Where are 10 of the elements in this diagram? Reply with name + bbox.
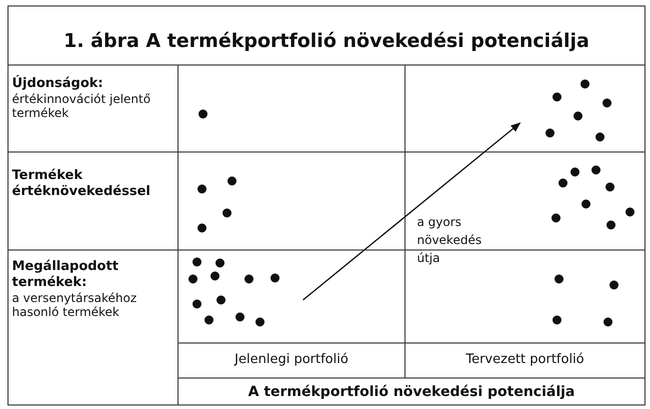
row-heading: Termékek értéknövekedéssel bbox=[12, 168, 152, 200]
arrow-label: a gyors növekedés útja bbox=[417, 214, 483, 267]
axis-title: A termékportfolió növekedési potenciálja bbox=[247, 384, 576, 401]
diagram-title: 1. ábra A termékportfolió növekedési potenciálja bbox=[62, 30, 590, 53]
column-heading: Tervezett portfolió bbox=[464, 352, 586, 368]
row-description: értékinnovációt jelentő termékek bbox=[12, 92, 152, 121]
row-heading: Újdonságok: bbox=[12, 76, 104, 92]
row-heading: Megállapodott termékek: bbox=[12, 259, 120, 290]
row-description: a versenytársakéhoz hasonló termékek bbox=[12, 291, 138, 320]
column-heading: Jelenlegi portfolió bbox=[233, 352, 350, 368]
